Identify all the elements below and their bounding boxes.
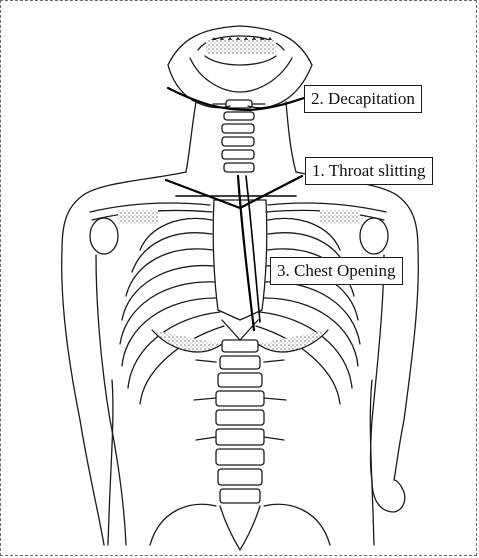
spine: [194, 340, 286, 503]
label-throat-slitting: 1. Throat slitting: [305, 157, 433, 185]
pelvis: [150, 504, 330, 550]
label-chest-opening: 3. Chest Opening: [270, 257, 403, 285]
sternum: [213, 200, 267, 340]
label-decapitation: 2. Decapitation: [304, 85, 422, 113]
head-outline: [168, 26, 312, 108]
shoulder-bones: [90, 203, 388, 254]
ribs-left: [120, 218, 224, 404]
chest-opening-line: [238, 176, 254, 330]
ribs-right: [256, 218, 360, 404]
